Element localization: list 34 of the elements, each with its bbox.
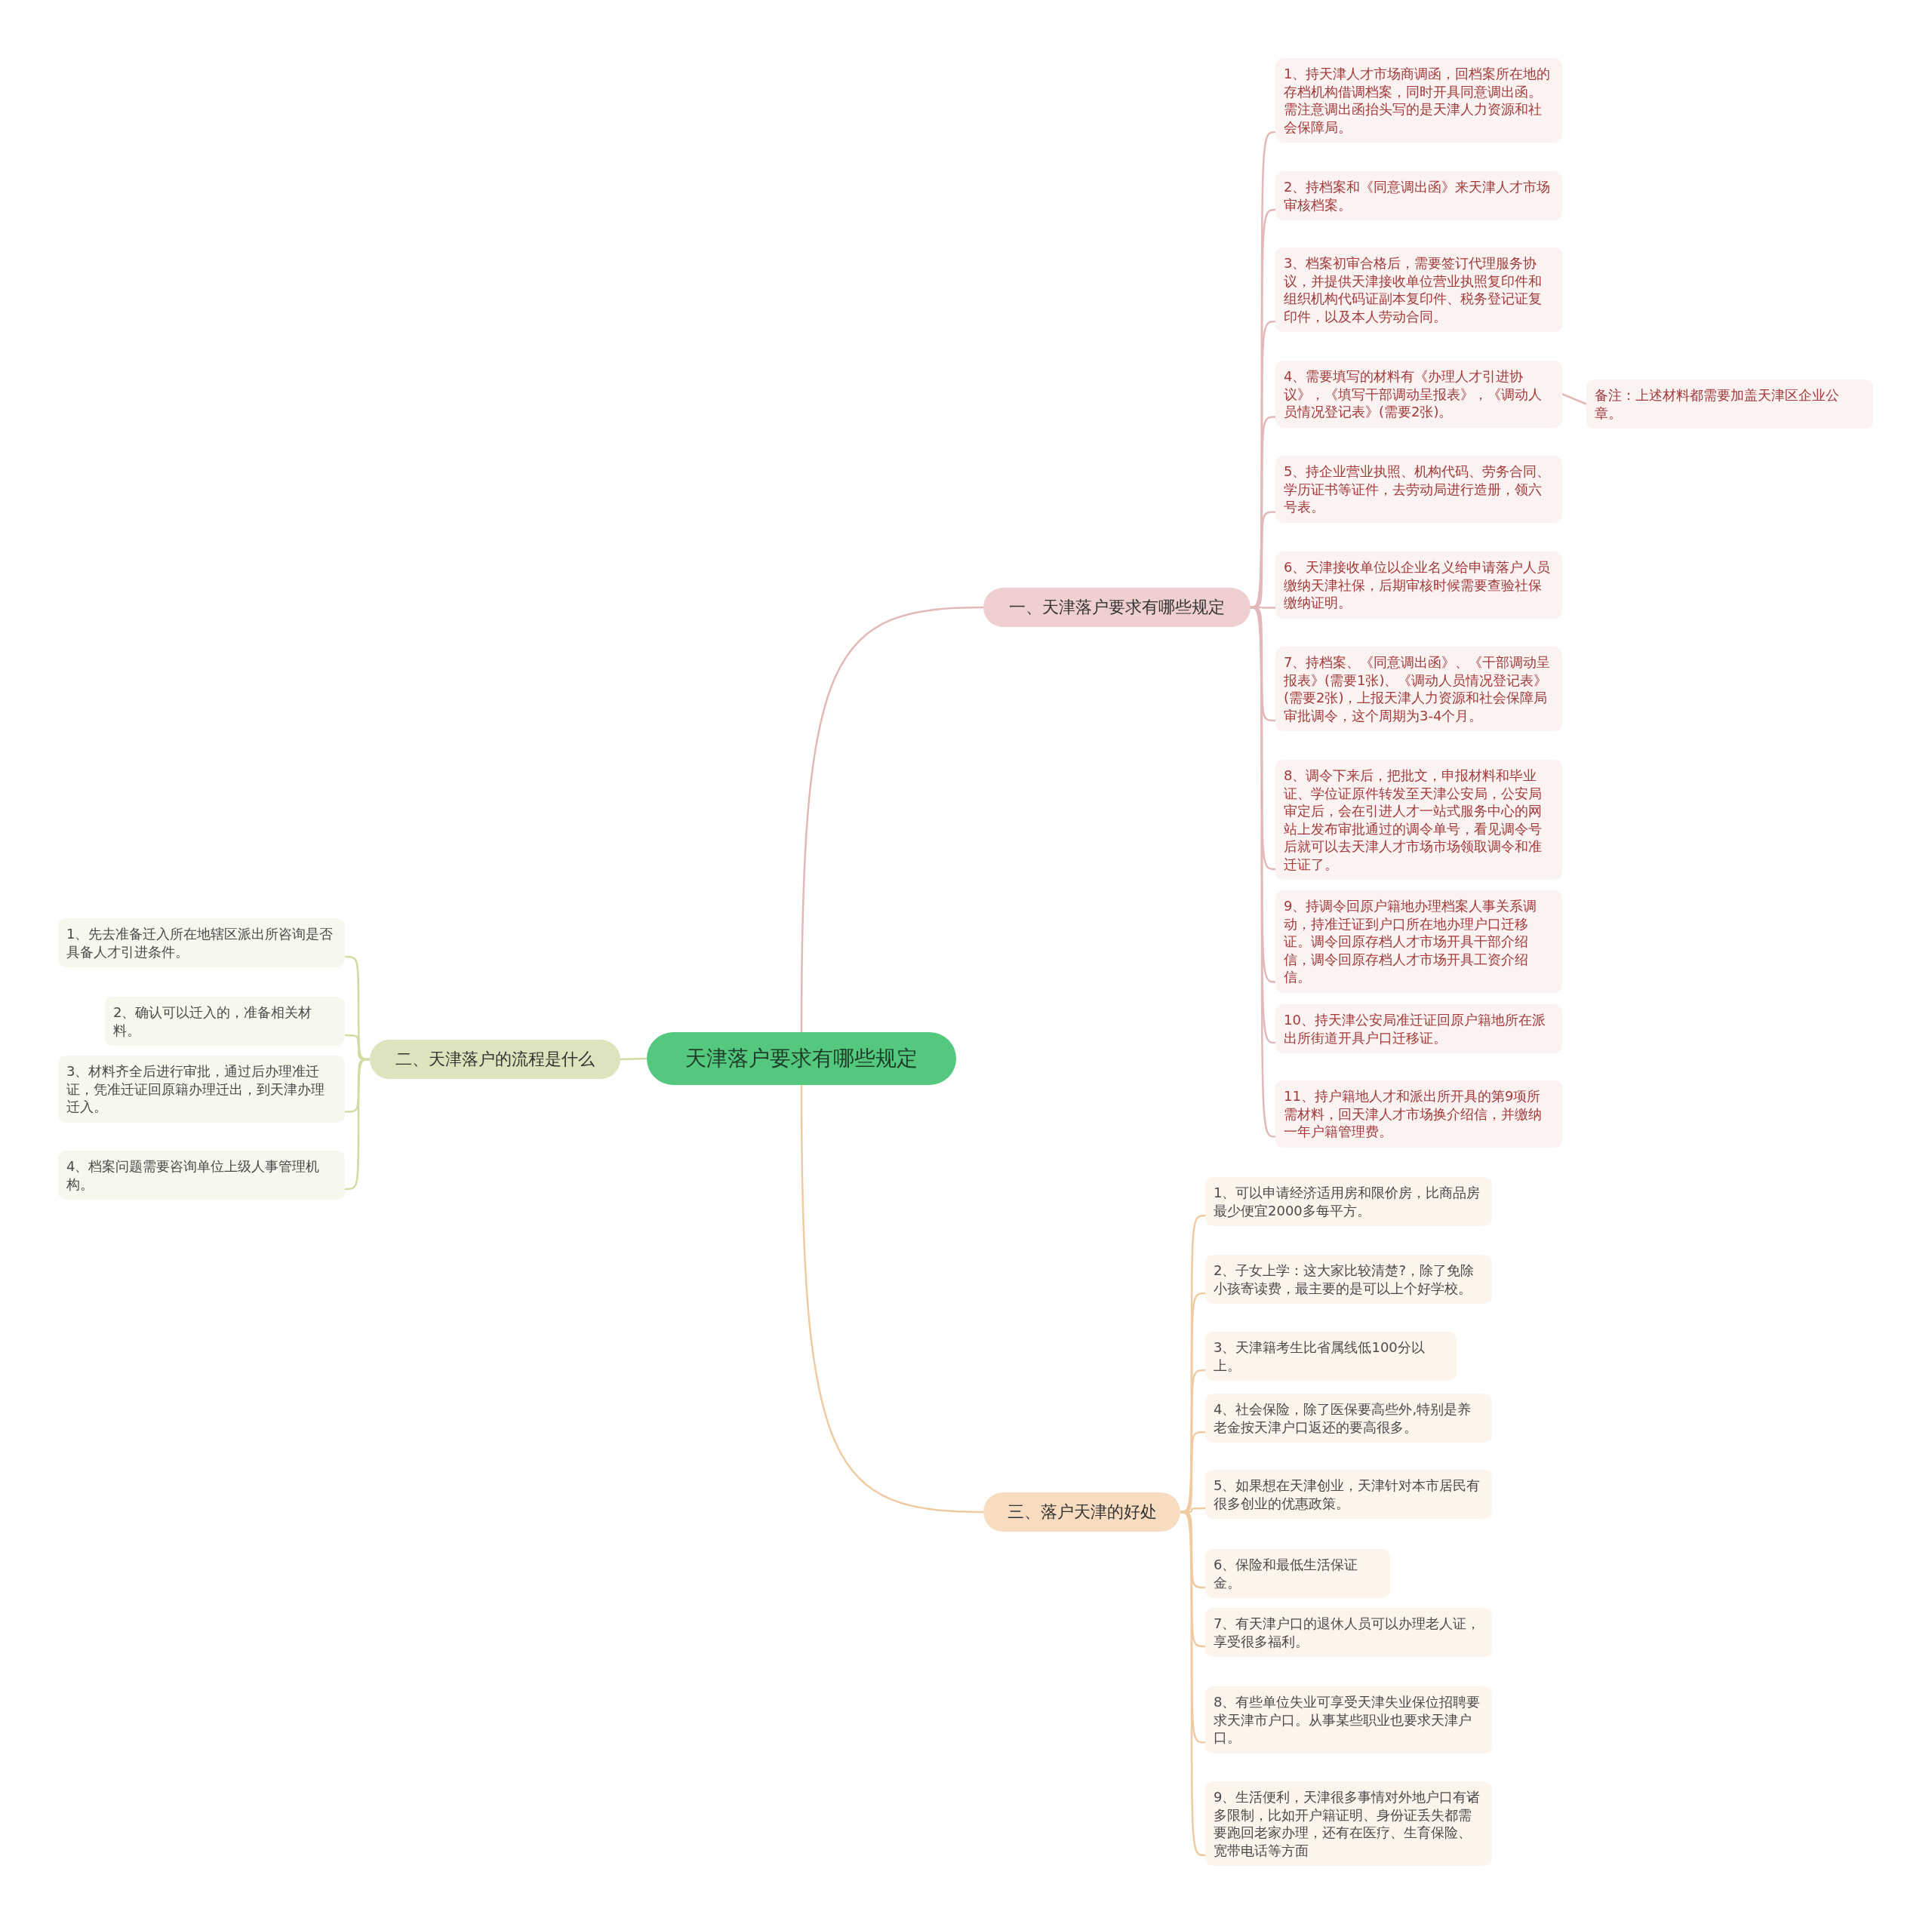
subtopic-box: 3、天津籍考生比省属线低100分以上。 <box>1205 1332 1457 1381</box>
subtopic-box: 7、有天津户口的退休人员可以办理老人证，享受很多福利。 <box>1205 1608 1492 1657</box>
connector-line <box>800 1085 984 1514</box>
subtopic-box: 5、持企业营业执照、机构代码、劳务合同、学历证书等证件，去劳动局进行造册，领六号表。 <box>1275 456 1562 523</box>
note-box: 备注：上述材料都需要加盖天津区企业公章。 <box>1586 380 1873 429</box>
subtopic-box: 9、持调令回原户籍地办理档案人事关系调动，持准迁证到户口所在地办理户口迁移证。调令回原存档人才市场开具干部介绍信，调令回原存档人才市场开具工资介绍信。 <box>1275 890 1562 993</box>
connector-line <box>800 606 984 1032</box>
subtopic-box: 1、先去准备迁入所在地辖区派出所咨询是否具备人才引进条件。 <box>58 918 345 967</box>
subtopic-box: 8、调令下来后，把批文，申报材料和毕业证、学位证原件转发至天津公安局，公安局审定后，会在引进人才一站式服务中心的网站上发布审批通过的调令单号，看见调令号后就可以去天津人才市场市场领取调令和准迁证了。 <box>1275 760 1562 880</box>
connector-line <box>345 1058 370 1191</box>
central-topic: 天津落户要求有哪些规定 <box>647 1032 956 1085</box>
subtopic-box: 3、档案初审合格后，需要签订代理服务协议，并提供天津接收单位营业执照复印件和组织机构代码证副本复印件、税务登记证复印件，以及本人劳动合同。 <box>1275 247 1562 332</box>
subtopic-box: 8、有些单位失业可享受天津失业保位招聘要求天津市户口。从事某些职业也要求天津户口。 <box>1205 1686 1492 1753</box>
branch-topic: 三、落户天津的好处 <box>983 1492 1180 1532</box>
subtopic-box: 2、持档案和《同意调出函》来天津人才市场审核档案。 <box>1275 171 1562 220</box>
subtopic-box: 2、子女上学：这大家比较清楚?，除了免除小孩寄读费，最主要的是可以上个好学校。 <box>1205 1255 1492 1304</box>
subtopic-box: 5、如果想在天津创业，天津针对本市居民有很多创业的优惠政策。 <box>1205 1470 1492 1519</box>
subtopic-box: 4、需要填写的材料有《办理人才引进协议》，《填写干部调动呈报表》，《调动人员情况登记表》(需要2张)。 <box>1275 361 1562 428</box>
connector-line <box>620 1057 648 1061</box>
branch-topic: 二、天津落户的流程是什么 <box>370 1040 620 1079</box>
subtopic-box: 2、确认可以迁入的，准备相关材料。 <box>105 997 345 1046</box>
connector-line <box>1561 393 1587 405</box>
subtopic-box: 4、社会保险，除了医保要高些外,特别是养老金按天津户口返还的要高很多。 <box>1205 1394 1492 1443</box>
branch-topic: 一、天津落户要求有哪些规定 <box>983 588 1251 627</box>
subtopic-box: 3、材料齐全后进行审批，通过后办理准迁证，凭准迁证回原籍办理迁出，到天津办理迁入。 <box>58 1056 345 1123</box>
subtopic-box: 1、可以申请经济适用房和限价房，比商品房最少便宜2000多每平方。 <box>1205 1177 1492 1226</box>
subtopic-box: 1、持天津人才市场商调函，回档案所在地的存档机构借调档案，同时开具同意调出函。需注意调出函抬头写的是天津人力资源和社会保障局。 <box>1275 58 1562 143</box>
subtopic-box: 9、生活便利，天津很多事情对外地户口有诸多限制，比如开户籍证明、身份证丢失都需要跑回老家办理，还有在医疗、生育保险、宽带电话等方面 <box>1205 1781 1492 1866</box>
subtopic-box: 7、持档案、《同意调出函》、《干部调动呈报表》(需要1张)、《调动人员情况登记表》(需要2张)，上报天津人力资源和社会保障局审批调令，这个周期为3-4个月。 <box>1275 647 1562 731</box>
subtopic-box: 10、持天津公安局准迁证回原户籍地所在派出所街道开具户口迁移证。 <box>1275 1004 1562 1053</box>
subtopic-box: 6、天津接收单位以企业名义给申请落户人员缴纳天津社保，后期审核时候需要查验社保缴纳证明。 <box>1275 552 1562 619</box>
subtopic-box: 6、保险和最低生活保证金。 <box>1205 1549 1390 1598</box>
subtopic-box: 11、持户籍地人才和派出所开具的第9项所需材料，回天津人才市场换介绍信，并缴纳一年户籍管理费。 <box>1275 1080 1562 1148</box>
subtopic-box: 4、档案问题需要咨询单位上级人事管理机构。 <box>58 1151 345 1200</box>
